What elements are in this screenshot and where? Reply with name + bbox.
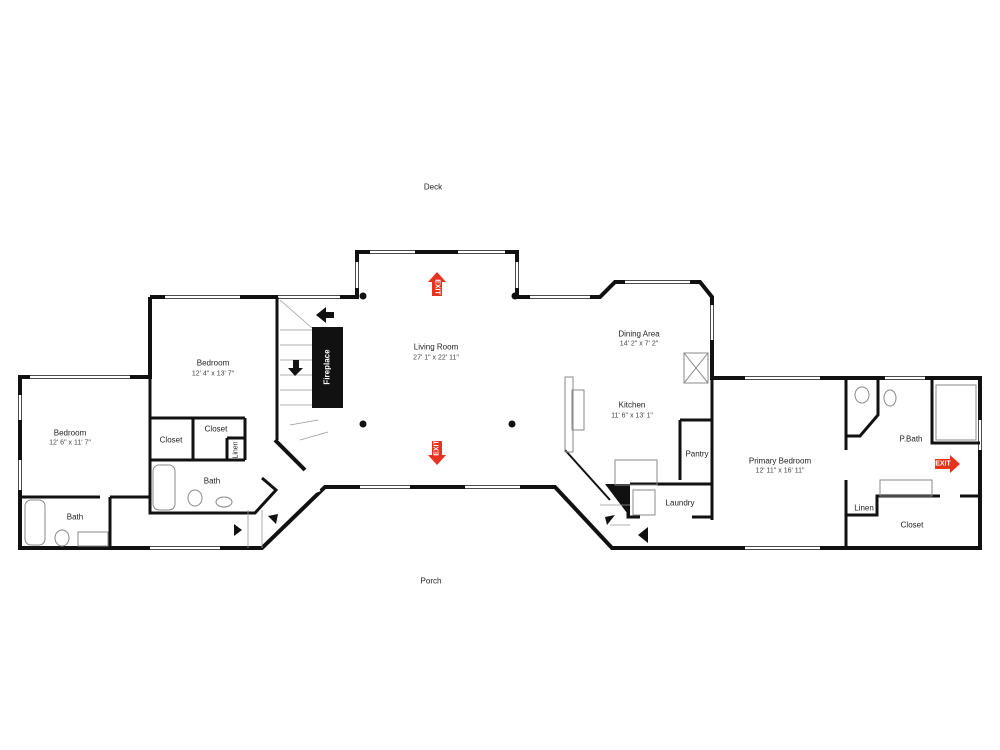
exterior-walls	[18, 250, 982, 550]
primary-linen-label: Linen	[854, 503, 874, 513]
living-room-dims: 27' 1" x 22' 11"	[413, 354, 459, 362]
dining-area-label: Dining Area	[618, 329, 660, 339]
closet-a-label: Closet	[159, 435, 183, 445]
stair-void	[605, 484, 630, 517]
primary-bedroom-label: Primary Bedroom	[748, 456, 812, 466]
deck-label: Deck	[423, 182, 443, 192]
fireplace-block	[312, 327, 343, 408]
bedroom-left-label: Bedroom	[53, 428, 87, 438]
hall-linen-label: Linen	[232, 441, 240, 459]
bedroom-center-label: Bedroom	[196, 358, 230, 368]
primary-bedroom-dims: 12' 11" x 16' 11"	[755, 467, 805, 475]
fixtures	[24, 352, 977, 547]
exit-label-primary: EXIT	[935, 460, 951, 468]
pantry-label: Pantry	[685, 449, 709, 459]
bath-center-label: Bath	[203, 476, 221, 486]
closet-b-label: Closet	[204, 424, 228, 434]
bedroom-center-dims: 12' 4" x 13' 7"	[191, 370, 235, 378]
bedroom-left-dims: 12' 6" x 11' 7"	[49, 439, 91, 447]
interior-walls	[20, 297, 980, 548]
primary-closet-label: Closet	[900, 520, 924, 530]
primary-bath-label: P.Bath	[899, 434, 923, 444]
kitchen-label: Kitchen	[618, 400, 646, 410]
dining-area-dims: 14' 2" x 7' 2"	[619, 340, 659, 348]
columns	[359, 292, 519, 428]
bath-left-label: Bath	[66, 512, 84, 522]
stair-arrows	[234, 307, 648, 543]
living-room-label: Living Room	[413, 342, 459, 352]
kitchen-dims: 11' 6" x 13' 1"	[611, 412, 653, 420]
fireplace-label: Fireplace	[322, 349, 332, 385]
laundry-label: Laundry	[665, 498, 695, 508]
exit-label-porch: EXIT	[433, 440, 441, 456]
porch-label: Porch	[420, 576, 442, 586]
windows	[18, 250, 982, 550]
exit-arrows	[428, 272, 960, 473]
exit-label-deck: EXIT	[433, 279, 441, 295]
